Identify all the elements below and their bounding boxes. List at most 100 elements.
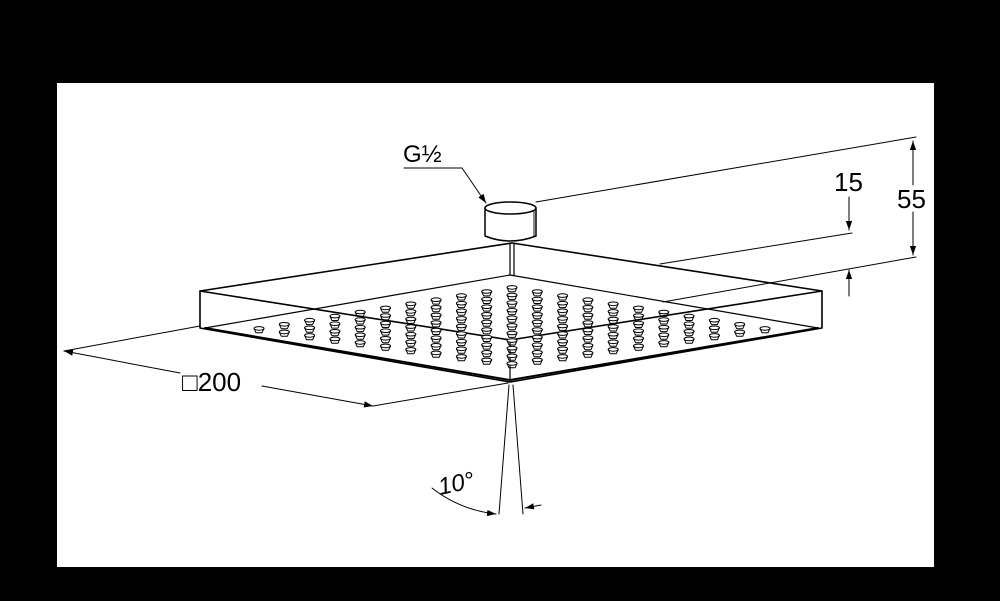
nozzle <box>607 326 619 332</box>
nozzle <box>354 319 366 325</box>
nozzle-top <box>531 342 543 348</box>
nozzle-top <box>531 357 543 363</box>
nozzle-top <box>506 300 518 305</box>
nozzle <box>557 317 569 324</box>
nozzle-top <box>607 309 619 314</box>
nozzle-top <box>481 350 493 355</box>
nozzle-top <box>380 313 391 318</box>
nozzle <box>405 303 417 309</box>
nozzle-top <box>354 317 366 322</box>
nozzle-top <box>557 323 569 329</box>
nozzle <box>405 341 417 347</box>
nozzle-top <box>481 319 493 325</box>
nozzle-top <box>633 343 644 349</box>
nozzle-top <box>759 326 771 331</box>
nozzle-top <box>557 308 569 314</box>
nozzle-top <box>506 315 518 321</box>
nozzle-top <box>380 305 391 311</box>
nozzle <box>607 341 619 347</box>
nozzle <box>557 348 569 354</box>
nozzle-top <box>304 317 316 323</box>
nozzle-top <box>304 333 316 338</box>
nozzle-top <box>430 335 442 341</box>
nozzle <box>582 344 594 351</box>
nozzle-top <box>481 357 493 363</box>
nozzle-top <box>531 327 543 332</box>
nozzle <box>481 291 493 297</box>
nozzle-top <box>582 343 594 348</box>
nozzle <box>380 330 391 336</box>
nozzle-top <box>405 316 417 322</box>
nozzle-top <box>481 289 493 294</box>
nozzle-top <box>531 334 543 340</box>
nozzle <box>582 329 594 335</box>
nozzle-top <box>582 320 594 325</box>
nozzle-top <box>455 308 467 314</box>
nozzle-top <box>506 361 518 366</box>
nozzle <box>557 295 569 301</box>
nozzle-top <box>683 336 695 342</box>
nozzle <box>506 324 518 331</box>
nozzle-top <box>557 354 569 359</box>
nozzle-top <box>380 336 391 341</box>
nozzle <box>607 318 619 324</box>
size-label: □200 <box>182 367 241 397</box>
thread-leader <box>403 167 487 204</box>
nozzle <box>506 317 518 323</box>
nozzle <box>531 336 543 342</box>
nozzle-top <box>607 316 619 322</box>
nozzle <box>405 333 417 340</box>
height-55-dimension <box>535 136 917 303</box>
nozzle <box>430 322 442 328</box>
nozzle <box>708 319 720 326</box>
nozzle-top <box>633 328 644 334</box>
nozzle-top <box>304 325 316 331</box>
nozzle <box>531 351 543 358</box>
nozzle-top <box>405 331 417 337</box>
nozzle-top <box>405 301 417 307</box>
nozzle-top <box>531 350 543 355</box>
nozzle <box>683 330 695 337</box>
nozzle-top <box>607 331 619 337</box>
nozzle-top <box>481 342 493 348</box>
nozzle <box>633 337 644 344</box>
nozzle-top <box>734 329 746 335</box>
nozzle-top <box>633 313 644 318</box>
nozzle-top <box>430 343 442 348</box>
nozzle-top <box>582 327 594 333</box>
nozzle-top <box>278 322 290 327</box>
nozzle <box>658 311 670 317</box>
nozzle-top <box>430 305 442 310</box>
nozzle-top <box>455 293 467 298</box>
nozzle <box>633 307 644 313</box>
nozzle-top <box>455 346 467 352</box>
nozzle <box>430 329 442 335</box>
spray-cone <box>498 384 524 515</box>
nozzle-top <box>430 297 442 303</box>
nozzle-top <box>354 340 366 345</box>
nozzle <box>658 326 670 333</box>
nozzle <box>658 341 670 348</box>
nozzle <box>481 321 493 327</box>
nozzle-top <box>607 324 619 329</box>
nozzle-top <box>329 329 341 334</box>
nozzle-top <box>278 329 290 335</box>
nozzle-top <box>506 338 518 343</box>
nozzle <box>531 359 543 365</box>
nozzle-top <box>633 305 644 311</box>
nozzle <box>506 302 518 308</box>
nozzle <box>430 352 442 358</box>
nozzle-top <box>380 343 391 349</box>
nozzle <box>531 344 543 350</box>
nozzle-top <box>557 316 569 321</box>
nozzle <box>557 333 569 339</box>
nozzle-top <box>506 323 518 328</box>
nozzle <box>455 355 467 362</box>
nozzle <box>481 336 493 342</box>
nozzle-top <box>506 345 518 351</box>
nozzle <box>380 337 391 344</box>
nozzle <box>607 333 619 340</box>
nozzle <box>455 302 467 309</box>
nozzle-top <box>329 313 341 319</box>
